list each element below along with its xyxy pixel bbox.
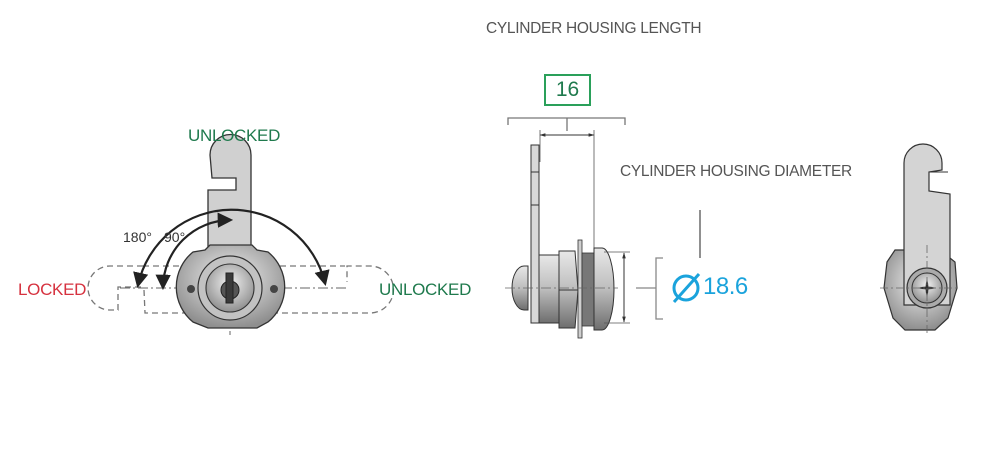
length-value-box: 16 bbox=[544, 74, 591, 106]
cylinder-housing-length-label: CYLINDER HOUSING LENGTH bbox=[486, 20, 702, 37]
diameter-symbol-icon bbox=[672, 273, 701, 303]
locked-cam-ghost bbox=[87, 265, 143, 311]
unlocked-right-label: UNLOCKED bbox=[379, 280, 472, 299]
side-view bbox=[505, 117, 701, 339]
cylinder-head bbox=[593, 247, 615, 331]
cam-side bbox=[530, 144, 540, 324]
arc-180 bbox=[133, 208, 330, 289]
cam-back bbox=[903, 143, 951, 306]
angle-180-label: 180° bbox=[123, 229, 152, 245]
arc-90 bbox=[155, 212, 234, 291]
unlocked-top-label: UNLOCKED bbox=[188, 126, 281, 145]
locked-label: LOCKED bbox=[18, 280, 87, 299]
angle-90-label: 90° bbox=[164, 229, 186, 245]
back-view bbox=[880, 143, 960, 335]
front-view bbox=[87, 133, 395, 335]
length-value: 16 bbox=[555, 78, 580, 101]
diameter-value: 18.6 bbox=[703, 273, 748, 300]
cam-up bbox=[207, 133, 252, 263]
keyway bbox=[225, 272, 234, 304]
cylinder-housing-diameter-label: CYLINDER HOUSING DIAMETER bbox=[620, 163, 852, 180]
locked-cam-ghost-body bbox=[143, 265, 395, 314]
